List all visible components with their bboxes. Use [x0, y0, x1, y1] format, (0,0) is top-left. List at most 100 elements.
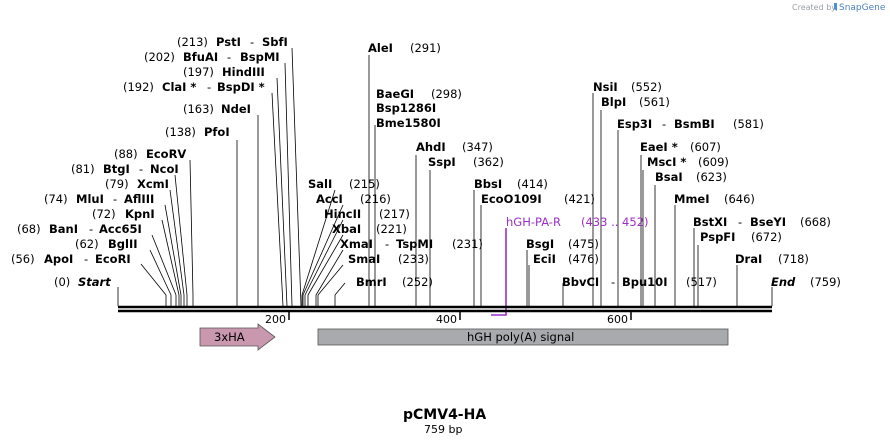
site-ecii[interactable]: EciI (476) — [533, 252, 599, 266]
feature-3xha[interactable]: 3xHA — [199, 323, 276, 351]
site-bfuai[interactable]: (202) BfuAI - BspMI — [144, 50, 280, 64]
site-smai[interactable]: SmaI (233) — [348, 252, 429, 266]
snapgene-logo-icon — [834, 3, 837, 11]
svg-text:Bsp1286I: Bsp1286I — [376, 101, 436, 115]
site-baegi[interactable]: BaeGI (298) Bsp1286I Bme1580I — [376, 87, 462, 130]
site-ecorv[interactable]: (88) EcoRV — [114, 147, 186, 161]
cut-lines — [117, 47, 773, 307]
feature-hgh-polya[interactable]: hGH poly(A) signal — [317, 328, 729, 346]
site-sali[interactable]: SalI (215) — [308, 177, 380, 191]
svg-text:(476): (476) — [568, 252, 599, 266]
site-bani[interactable]: (68) BanI - Acc65I — [17, 222, 142, 236]
svg-text:BbvCI: BbvCI — [562, 275, 599, 289]
site-bmri[interactable]: BmrI (252) — [356, 275, 433, 289]
sequence-line — [118, 305, 772, 313]
svg-text:AhdI: AhdI — [416, 140, 446, 154]
svg-text:-: - — [385, 237, 389, 251]
svg-text:-: - — [207, 80, 211, 94]
site-bglii[interactable]: (62) BglII — [75, 237, 138, 251]
svg-text:KpnI: KpnI — [125, 207, 155, 221]
site-ecoo109i[interactable]: EcoO109I (421) — [481, 192, 595, 206]
svg-text:(62): (62) — [75, 237, 99, 251]
site-apoi[interactable]: (56) ApoI - EcoRI — [11, 252, 131, 266]
site-bbvci[interactable]: BbvCI - Bpu10I (517) — [562, 275, 717, 289]
site-drai[interactable]: DraI (718) — [735, 252, 809, 266]
svg-text:Acc65I: Acc65I — [99, 222, 142, 236]
site-ahdi[interactable]: AhdI (347) — [416, 140, 493, 154]
site-start[interactable]: (0) Start — [54, 275, 111, 289]
site-blpi[interactable]: BlpI (561) — [601, 95, 670, 109]
site-alei[interactable]: AleI (291) — [368, 41, 441, 55]
tick-label: 600 — [607, 313, 628, 326]
svg-text:AccI: AccI — [316, 192, 343, 206]
svg-text:(362): (362) — [473, 155, 504, 169]
svg-text:MscI *: MscI * — [647, 155, 686, 169]
site-kpni[interactable]: (72) KpnI — [92, 207, 155, 221]
svg-text:(192): (192) — [123, 80, 154, 94]
svg-text:MmeI: MmeI — [674, 192, 710, 206]
site-bbsi[interactable]: BbsI (414) — [474, 177, 548, 191]
site-bsgi[interactable]: BsgI (475) — [526, 237, 599, 251]
svg-text:BlpI: BlpI — [601, 95, 626, 109]
site-mmei[interactable]: MmeI (646) — [674, 192, 755, 206]
site-xmai[interactable]: XmaI - TspMI (231) — [340, 237, 483, 251]
svg-text:NsiI: NsiI — [593, 80, 618, 94]
svg-text:PspFI: PspFI — [700, 230, 735, 244]
svg-text:(163): (163) — [183, 102, 214, 116]
svg-text:-: - — [113, 192, 117, 206]
primer-marker[interactable] — [491, 228, 507, 316]
primer-label: hGH-PA-R — [506, 215, 561, 229]
svg-text:End: End — [771, 275, 796, 289]
site-bsai[interactable]: BsaI (623) — [655, 170, 727, 184]
site-psti[interactable]: (213) PstI - SbfI — [177, 35, 288, 49]
svg-text:SspI: SspI — [428, 155, 456, 169]
site-xcmi[interactable]: (79) XcmI — [105, 177, 169, 191]
site-hincii[interactable]: HincII (217) — [324, 207, 410, 221]
site-mlui[interactable]: (74) MluI - AflIII — [44, 192, 154, 206]
svg-text:(231): (231) — [452, 237, 483, 251]
svg-text:PstI: PstI — [216, 35, 241, 49]
svg-text:(68): (68) — [17, 222, 41, 236]
svg-text:BmrI: BmrI — [356, 275, 387, 289]
svg-text:(561): (561) — [639, 95, 670, 109]
site-end[interactable]: End (759) — [771, 275, 841, 289]
site-eaei[interactable]: EaeI * (607) — [640, 140, 721, 154]
svg-text:(668): (668) — [800, 215, 831, 229]
svg-text:BfuAI: BfuAI — [183, 50, 218, 64]
site-msci[interactable]: MscI * (609) — [647, 155, 729, 169]
svg-text:-: - — [738, 215, 742, 229]
svg-text:(414): (414) — [517, 177, 548, 191]
svg-text:(138): (138) — [165, 125, 196, 139]
site-nsii[interactable]: NsiI (552) — [593, 80, 662, 94]
svg-text:(79): (79) — [105, 177, 129, 191]
site-ndei[interactable]: (163) NdeI — [183, 102, 251, 116]
svg-text:SalI: SalI — [308, 177, 332, 191]
site-hindiii[interactable]: (197) HindIII — [183, 65, 265, 79]
site-pspfi[interactable]: PspFI (672) — [700, 230, 782, 244]
svg-text:(88): (88) — [114, 147, 138, 161]
svg-text:(623): (623) — [696, 170, 727, 184]
svg-text:-: - — [250, 35, 254, 49]
svg-text:XcmI: XcmI — [137, 177, 169, 191]
feature-label: 3xHA — [214, 330, 245, 344]
site-esp3i[interactable]: Esp3I - BsmBI (581) — [617, 117, 764, 131]
site-clai[interactable]: (192) ClaI * - BspDI * — [123, 80, 265, 94]
site-btgi[interactable]: (81) BtgI - NcoI — [71, 162, 179, 176]
svg-text:SmaI: SmaI — [348, 252, 380, 266]
primer-range: (433 .. 452) — [581, 215, 649, 229]
svg-text:(233): (233) — [398, 252, 429, 266]
svg-text:ApoI: ApoI — [44, 252, 73, 266]
site-bstxi[interactable]: BstXI - BseYI (668) — [693, 215, 831, 229]
site-sspi[interactable]: SspI (362) — [428, 155, 504, 169]
site-pfoi[interactable]: (138) PfoI — [165, 125, 230, 139]
svg-text:(759): (759) — [810, 275, 841, 289]
svg-text:SbfI: SbfI — [262, 35, 288, 49]
credit-brand: SnapGene — [839, 3, 886, 13]
site-acci[interactable]: AccI (216) — [316, 192, 391, 206]
svg-text:-: - — [662, 117, 666, 131]
svg-text:(0): (0) — [54, 275, 70, 289]
svg-text:(56): (56) — [11, 252, 35, 266]
site-xbai[interactable]: XbaI (221) — [332, 222, 407, 236]
svg-text:Start: Start — [78, 275, 111, 289]
